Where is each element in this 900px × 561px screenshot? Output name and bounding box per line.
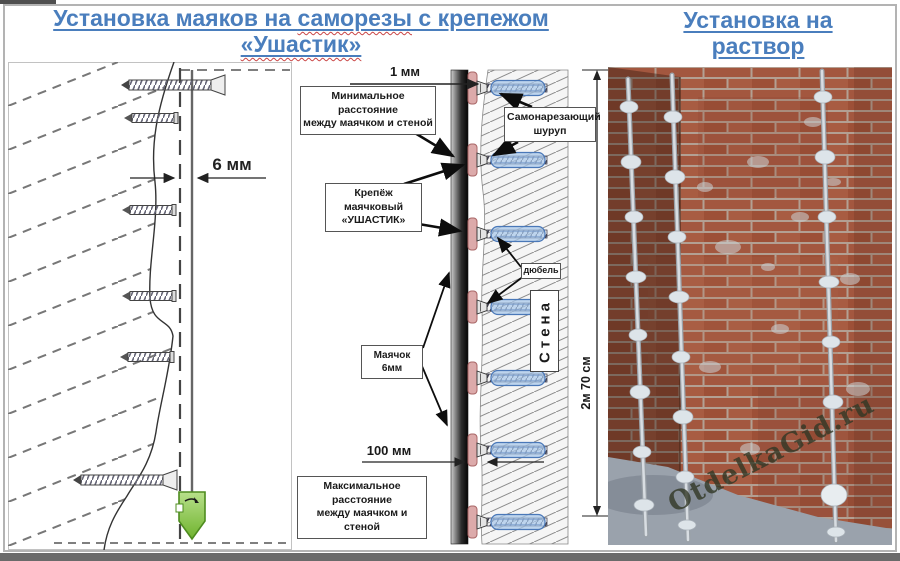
screws-plumb-diagram: 6 мм: [8, 62, 292, 550]
wall-hatch-area: [8, 62, 174, 550]
corner-notch: [0, 0, 56, 4]
corner-shadow: [608, 67, 680, 545]
title-link-left[interactable]: Установка маяков на саморезы с крепежом …: [53, 5, 549, 57]
wall-label-box: Стена: [530, 290, 559, 372]
gap-dimension-1mm: 1 мм: [389, 64, 421, 79]
title-line2: «Ушастик»: [240, 31, 362, 57]
screw: [121, 290, 177, 302]
min-distance-label: Минимальное расстояние между маячком и с…: [300, 86, 436, 135]
mortar-blobs: [619, 90, 848, 538]
wall-label: Стена: [536, 299, 553, 363]
dimension-lines: [350, 69, 608, 517]
height-dimension-box: 2м 70 см: [573, 348, 599, 418]
title-screws-method[interactable]: Установка маяков на саморезы с крепежом …: [10, 5, 592, 57]
title-mortar-method[interactable]: Установка на раствор: [622, 7, 894, 59]
plumb-bob: [175, 491, 206, 541]
mortar-splotches: [697, 117, 870, 455]
wall-surface-line: [103, 62, 175, 550]
brick-wall-photo: OtdelkaGid.ru: [608, 67, 892, 545]
screw: [119, 351, 175, 363]
plaster-beacons: [619, 68, 848, 544]
ushastik-clips: [467, 71, 478, 539]
title-link-right-line2[interactable]: раствор: [711, 33, 805, 59]
gap-dimension-text: 6 мм: [212, 155, 251, 174]
bottom-bar: [0, 553, 900, 561]
beacon-profile-bar: [450, 69, 469, 545]
ushastik-fastener-label: Крепёж маячковый «УШАСТИК»: [325, 183, 422, 232]
max-distance-label: Максимальное расстояние между маячком и …: [297, 476, 427, 539]
beacon-fastener-diagram: 1 мм Минимальное расстояние между маячко…: [292, 62, 608, 550]
dowel-label: дюбель: [521, 263, 561, 279]
misspelled-word: саморезы: [297, 5, 412, 31]
screw: [121, 204, 177, 216]
title-link-right-line1[interactable]: Установка на: [683, 7, 833, 33]
beacon-size-label: Маячок 6мм: [361, 345, 423, 379]
self-tapping-screw-label: Самонарезающий шуруп: [504, 107, 601, 143]
thin-label-arrows: [418, 236, 525, 427]
screw: [123, 112, 179, 124]
beacon-diagram-canvas: [350, 69, 608, 545]
gap-dimension-100mm: 100 мм: [366, 443, 412, 458]
gap-dimension-6mm: 6 мм: [130, 155, 266, 184]
height-dimension: 2м 70 см: [579, 356, 593, 410]
